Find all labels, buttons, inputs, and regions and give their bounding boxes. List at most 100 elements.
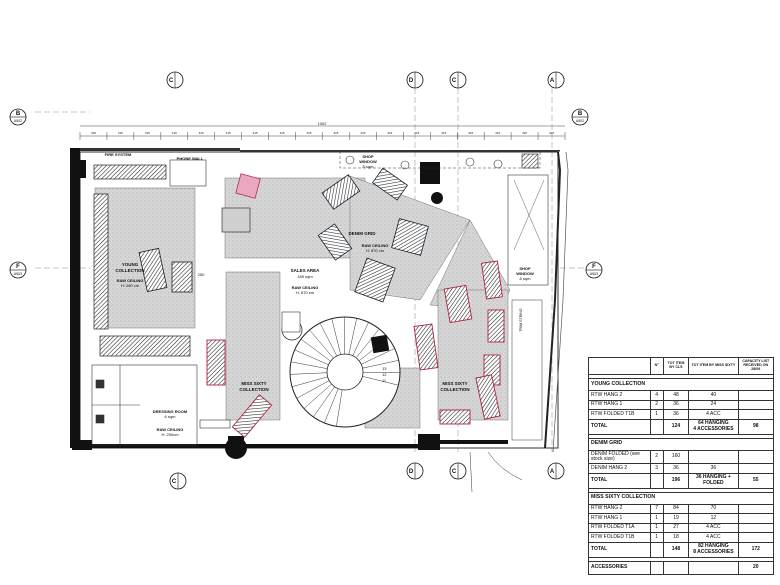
raw-ceiling-denim-2: H: 870 cm <box>366 248 385 253</box>
dimension-value: 415 <box>253 131 258 135</box>
raw-ceiling-young-2: H: 280 cm <box>121 283 140 288</box>
schedule-cell: 4 <box>649 390 664 401</box>
grid-marker-b-right: B A502 <box>571 108 589 126</box>
stair-tread <box>319 322 338 357</box>
grid-label-b: B <box>16 111 21 117</box>
phone-wall-label: PHONE WALL <box>177 156 204 161</box>
grid-label-c: C <box>452 78 457 84</box>
stair-tread <box>309 329 334 359</box>
schedule-header <box>588 357 651 375</box>
schedule-cell <box>737 399 775 410</box>
grid-marker-f-left: F A503 <box>9 261 27 279</box>
stair-tread <box>303 383 332 409</box>
grid-label-f: F <box>16 264 20 270</box>
dressing-room-label: DRESSING ROOM <box>153 409 188 414</box>
dimension-value: 415 <box>360 131 365 135</box>
dimension-value: 415 <box>172 131 177 135</box>
schedule-section-title: DENIM GRID <box>588 437 774 451</box>
schedule-header: CAPACITY LIST RECEIVED ON 28/09 <box>737 357 775 375</box>
schedule-cell: RTW HANG 2 <box>588 390 651 401</box>
schedule-cell: TOTAL <box>588 418 651 435</box>
dimension-value: 415 <box>468 131 473 135</box>
miss-sixty-right-label-2: COLLECTION <box>440 387 469 392</box>
schedule-cell: 124 <box>662 418 690 435</box>
schedule-cell <box>737 390 775 401</box>
dressing-room <box>91 364 231 446</box>
shop-window-top-label-2: WINDOW <box>359 159 377 164</box>
schedule-cell <box>649 418 664 435</box>
schedule-cell: 48 <box>662 390 690 401</box>
trim-string-label: TRIM STRING <box>519 308 523 332</box>
stair-tread <box>361 348 395 365</box>
schedule-cell: 196 <box>662 472 690 489</box>
schedule-header: N° <box>649 357 664 375</box>
grid-ref: A503 <box>590 272 598 276</box>
dimension-value: 415 <box>387 131 392 135</box>
raw-ceiling-denim-1: RAW CEILING <box>362 243 389 248</box>
schedule-cell: 3 <box>649 463 664 474</box>
schedule-cell: RTW FOLDED T1B <box>588 409 651 420</box>
schedule-cell: RTW HANG 2 <box>588 503 651 514</box>
stair-number: 13 <box>382 366 387 371</box>
grid-ref: A502 <box>14 119 22 123</box>
grid-label-c: C <box>172 479 177 485</box>
stair-tread <box>294 349 329 365</box>
stair-tread <box>352 322 369 356</box>
schedule-cell: 98 <box>737 418 775 435</box>
schedule-cell: TOTAL <box>588 472 651 489</box>
grid-marker-f-right: F A503 <box>585 261 603 279</box>
stair-tread <box>296 380 330 399</box>
stair-tread <box>355 328 380 359</box>
stair-tread <box>300 338 331 362</box>
sales-area-size: 189 sqm <box>297 274 313 279</box>
schedule-cell: 1 <box>649 409 664 420</box>
dimension-value: 415 <box>145 131 150 135</box>
schedule-cell <box>688 449 739 464</box>
dimension-value: 415 <box>199 131 204 135</box>
schedule-cell: 148 <box>662 541 690 558</box>
stair-number: 12 <box>382 372 387 377</box>
section-marker-d-top: D <box>406 71 424 89</box>
schedule-cell: 24 <box>688 399 739 410</box>
stair-tread <box>362 372 400 374</box>
schedule-cell: 1 <box>649 513 664 524</box>
schedule-cell: 36 <box>662 409 690 420</box>
stair-tread <box>290 361 328 369</box>
schedule-cell <box>688 560 739 575</box>
young-collection-label-1: YOUNG <box>122 262 139 267</box>
schedule-cell: TOTAL <box>588 541 651 558</box>
room-labels: FIRE SYSTEM PHONE WALL SHOP WINDOW 8 sqm… <box>105 152 534 437</box>
dimension-value: 415 <box>333 131 338 135</box>
dimension-value: 415 <box>495 131 500 135</box>
raw-ceiling-sales-2: H: 870 cm <box>296 290 315 295</box>
schedule-cell: 40 <box>688 390 739 401</box>
grid-label-c: C <box>169 78 174 84</box>
schedule-cell: DENIM FOLDED (see stock size) <box>588 449 651 464</box>
denim-grid-fixtures <box>221 167 429 303</box>
schedule-cell <box>737 532 775 543</box>
schedule-section-title: YOUNG COLLECTION <box>588 378 774 391</box>
stair-tread <box>313 386 335 418</box>
stair-tread <box>331 318 341 355</box>
schedule-cell <box>737 449 775 464</box>
section-marker-a-bottom: A <box>547 462 565 480</box>
schedule-cell: 19 <box>662 513 690 524</box>
schedule-section-title-cell: YOUNG COLLECTION <box>588 378 774 391</box>
stair-tread <box>291 376 328 387</box>
schedule-cell: DENIM HANG 2 <box>588 463 651 474</box>
schedule-cell <box>737 503 775 514</box>
section-marker-a-top: A <box>547 71 565 89</box>
raw-ceiling-dressing-2: H: 250cm <box>161 432 179 437</box>
shop-window-right-label-1: SHOP <box>519 266 531 271</box>
schedule-header-row: N° TOT ITEM BY CLS TOT ITEM BY MISS SIXT… <box>588 357 775 375</box>
entrance <box>469 451 523 493</box>
